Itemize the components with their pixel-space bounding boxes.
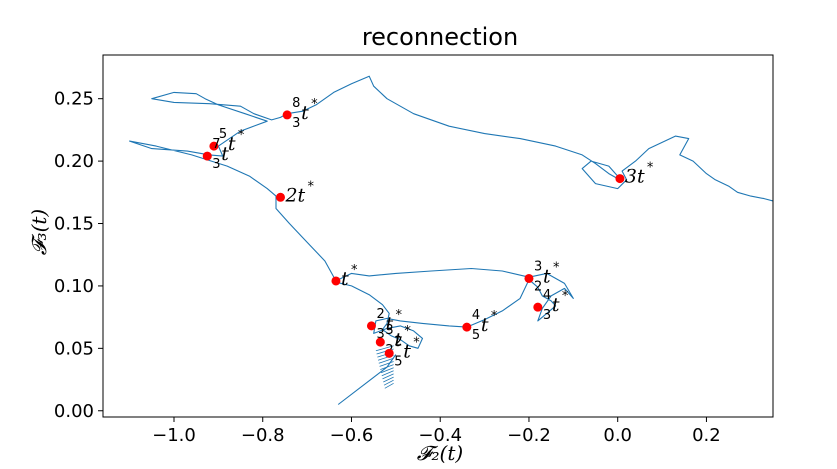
marker-label: t: [221, 143, 229, 165]
x-tick-label: 0.2: [692, 425, 721, 446]
marker-label: t: [481, 314, 489, 336]
marker-point: [524, 273, 534, 283]
marker-label-denominator: 3: [376, 327, 384, 342]
marker-label-star: *: [307, 179, 314, 194]
chart-title: reconnection: [362, 23, 518, 51]
marker-1: 2t*: [275, 179, 314, 206]
y-axis-label: 𝓕₃(t): [27, 209, 51, 255]
marker-label: t: [228, 133, 236, 155]
x-tick-label: 0.0: [603, 425, 632, 446]
y-tick-label: 0.00: [54, 401, 94, 422]
marker-2: 3t*: [615, 161, 654, 188]
marker-label-star: *: [404, 324, 411, 339]
marker-point: [331, 276, 341, 286]
marker-point: [384, 348, 394, 358]
axis-ticks: −1.0 −0.8 −0.6 −0.4 −0.2 0.0 0.2 0.00 0.05 0.10 0.…: [54, 89, 721, 446]
marker-label-star: *: [553, 260, 560, 275]
marker-label-denominator: 5: [472, 328, 480, 343]
marker-label: t: [301, 102, 309, 124]
marker-label-star: *: [413, 335, 420, 350]
marker-label: t: [403, 340, 411, 362]
marker-label-star: *: [311, 97, 318, 112]
trajectory-line: [129, 75, 773, 349]
marker-point: [533, 302, 543, 312]
x-tick-label: −0.2: [507, 425, 551, 446]
marker-point: [615, 174, 625, 184]
marker-label-numerator: 3: [385, 323, 393, 338]
plot-frame: [102, 54, 774, 418]
marker-label: t: [385, 313, 393, 335]
marker-point: [209, 141, 219, 151]
y-tick-label: 0.15: [54, 214, 94, 235]
marker-label-numerator: 7: [212, 137, 220, 152]
marker-label-numerator: 4: [543, 288, 551, 303]
marker-label-numerator: 8: [292, 96, 300, 111]
marker-label-numerator: 3: [534, 259, 542, 274]
marker-label: t: [341, 268, 349, 290]
plot-area: t*2t*3t*83t*5t*73t32t*43t*45t*23t*32t*25…: [129, 75, 773, 405]
marker-label-numerator: 4: [472, 308, 480, 323]
y-tick-label: 0.20: [54, 151, 94, 172]
x-tick-label: −1.0: [152, 425, 196, 446]
marker-label-numerator: 5: [219, 127, 227, 142]
marker-label-star: *: [238, 128, 245, 143]
marker-label-denominator: 5: [394, 354, 402, 369]
y-tick-label: 0.05: [54, 338, 94, 359]
marker-0: t*: [331, 263, 358, 290]
marker-label-denominator: 3: [292, 116, 300, 131]
marker-point: [375, 337, 385, 347]
marker-point: [275, 192, 285, 202]
marker-point: [282, 110, 292, 120]
marker-point: [202, 151, 212, 161]
x-tick-label: −0.8: [241, 425, 285, 446]
trajectory-tail: [337, 354, 397, 405]
marker-label: 2t: [284, 184, 305, 206]
marker-label-numerator: 2: [376, 307, 384, 322]
marker-label-denominator: 2: [534, 279, 542, 294]
x-axis-label: 𝓕₂(t): [417, 441, 463, 465]
marker-label-denominator: 3: [543, 308, 551, 323]
marker-label: t: [543, 265, 551, 287]
x-tick-label: −0.6: [330, 425, 374, 446]
y-tick-label: 0.25: [54, 89, 94, 110]
marker-point: [366, 321, 376, 331]
marker-label-star: *: [395, 308, 402, 323]
marker-label-star: *: [491, 309, 498, 324]
marker-label: t: [552, 294, 560, 316]
x-tick-label: −0.4: [418, 425, 462, 446]
marker-label-star: *: [647, 161, 654, 176]
marker-label-star: *: [562, 289, 569, 304]
marker-label: 3t: [625, 166, 645, 188]
marker-label-star: *: [351, 263, 358, 278]
y-tick-label: 0.10: [54, 276, 94, 297]
marker-label-denominator: 3: [212, 157, 220, 172]
marker-point: [462, 322, 472, 332]
marker-label: t: [394, 329, 402, 351]
marker-label-numerator: 2: [394, 334, 402, 349]
